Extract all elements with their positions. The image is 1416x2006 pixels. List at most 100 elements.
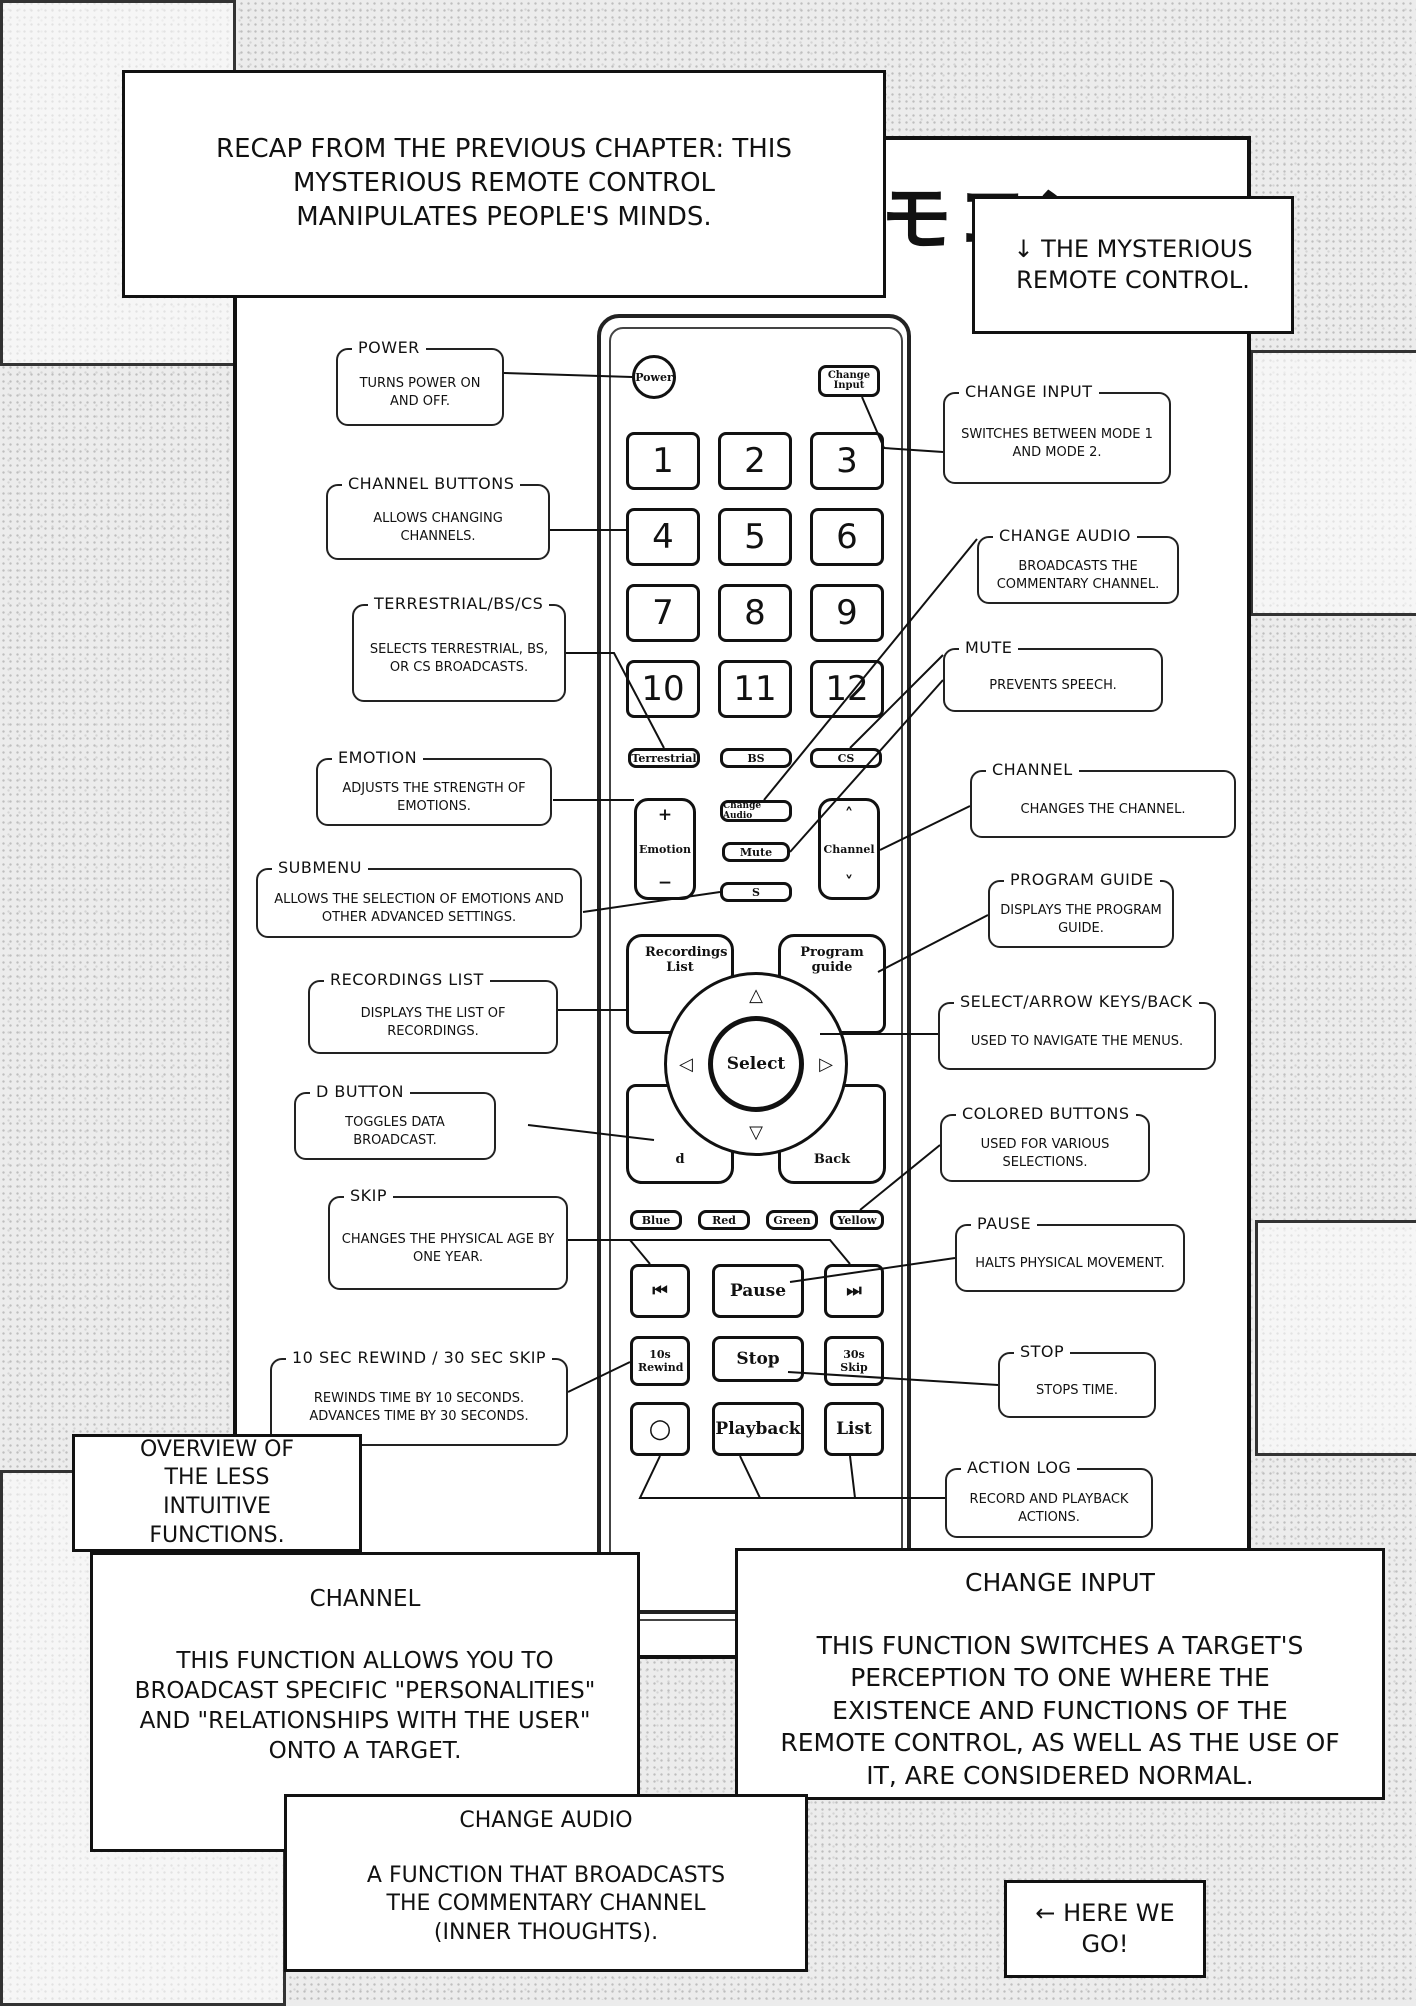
channel-button-6[interactable]: 6 [810, 508, 884, 566]
navigation-ring[interactable]: △ ▽ ◁ ▷ [664, 972, 848, 1156]
pause-button[interactable]: Pause [712, 1264, 804, 1318]
green-button-label: Green [773, 1213, 811, 1227]
select-button-label: Select [726, 1054, 786, 1074]
channel-label: Channel [823, 842, 875, 856]
pause-button-label: Pause [729, 1281, 787, 1301]
skip-30s-button-label: 30s Skip [840, 1348, 868, 1374]
channel-button-label: 6 [836, 517, 858, 557]
label-desc: RECORD AND PLAYBACK ACTIONS. [969, 1491, 1129, 1525]
channel-button-3[interactable]: 3 [810, 432, 884, 490]
channel-rocker[interactable]: ˄ Channel ˅ [818, 798, 880, 900]
recap-box: RECAP FROM THE PREVIOUS CHAPTER: THIS MY… [122, 70, 886, 298]
playback-button[interactable]: Playback [712, 1402, 804, 1456]
record-button[interactable]: ○ [630, 1402, 690, 1456]
channel-up-icon[interactable]: ˄ [844, 805, 854, 825]
channel-button-10[interactable]: 10 [626, 660, 700, 718]
skip-forward-icon: ⏭ [846, 1281, 862, 1301]
label-desc: BROADCASTS THE COMMENTARY CHANNEL. [996, 558, 1160, 592]
label-desc: USED FOR VARIOUS SELECTIONS. [980, 1136, 1110, 1170]
emotion-rocker[interactable]: + Emotion − [634, 798, 696, 900]
arrow-down-icon[interactable]: ▽ [749, 1122, 763, 1143]
mute-button[interactable]: Mute [722, 842, 790, 862]
label-title: SKIP [344, 1186, 394, 1205]
arrow-right-icon[interactable]: ▷ [819, 1053, 833, 1075]
label-title: D BUTTON [310, 1082, 410, 1101]
background-panel [1250, 350, 1416, 616]
bs-button[interactable]: BS [720, 748, 792, 768]
label-title: STOP [1014, 1342, 1071, 1361]
power-button[interactable]: Power [632, 355, 676, 399]
here-we-go-box: ← HERE WE GO! [1004, 1880, 1206, 1978]
channel-button-1[interactable]: 1 [626, 432, 700, 490]
change-input-explanation-body: THIS FUNCTION SWITCHES A TARGET'S PERCEP… [780, 1630, 1340, 1790]
blue-button-label: Blue [641, 1213, 671, 1227]
label-desc: ADJUSTS THE STRENGTH OF EMOTIONS. [342, 780, 526, 814]
label-desc: DISPLAYS THE LIST OF RECORDINGS. [360, 1005, 506, 1039]
overview-box: OVERVIEW OF THE LESS INTUITIVE FUNCTIONS… [72, 1434, 362, 1552]
emotion-plus-icon[interactable]: + [657, 805, 673, 825]
channel-button-5[interactable]: 5 [718, 508, 792, 566]
cs-button[interactable]: CS [810, 748, 882, 768]
rewind-10s-button[interactable]: 10s Rewind [630, 1336, 690, 1386]
channel-button-9[interactable]: 9 [810, 584, 884, 642]
label-title: POWER [352, 338, 426, 357]
label-title: RECORDINGS LIST [324, 970, 490, 989]
yellow-button[interactable]: Yellow [830, 1210, 884, 1230]
skip-back-button[interactable]: ⏮ [630, 1264, 690, 1318]
channel-explanation-title: CHANNEL [309, 1586, 421, 1612]
arrow-left-icon[interactable]: ◁ [679, 1053, 693, 1075]
overview-text: OVERVIEW OF THE LESS INTUITIVE FUNCTIONS… [139, 1436, 295, 1548]
skip-30s-button[interactable]: 30s Skip [824, 1336, 884, 1386]
channel-button-7[interactable]: 7 [626, 584, 700, 642]
select-button[interactable]: Select [708, 1016, 804, 1112]
terrestrial-button[interactable]: Terrestrial [628, 748, 700, 768]
blue-button[interactable]: Blue [630, 1210, 682, 1230]
change-input-button[interactable]: Change Input [818, 365, 880, 397]
stop-button[interactable]: Stop [712, 1336, 804, 1382]
background-panel [1255, 1220, 1416, 1456]
label-title: CHANNEL [986, 760, 1079, 779]
label-desc: USED TO NAVIGATE THE MENUS. [970, 1033, 1184, 1049]
mysterious-remote-note-text: ↓ THE MYSTERIOUS REMOTE CONTROL. [1013, 234, 1253, 294]
label-title: MUTE [959, 638, 1019, 657]
channel-button-2[interactable]: 2 [718, 432, 792, 490]
channel-button-11[interactable]: 11 [718, 660, 792, 718]
channel-button-label: 10 [641, 669, 685, 709]
channel-explanation-body: THIS FUNCTION ALLOWS YOU TO BROADCAST SP… [134, 1647, 596, 1764]
power-button-label: Power [635, 370, 673, 384]
submenu-button[interactable]: S [720, 882, 792, 902]
label-title: SUBMENU [272, 858, 368, 877]
label-title: CHANGE AUDIO [993, 526, 1137, 545]
change-audio-button[interactable]: Change Audio [720, 800, 792, 822]
d-button-label: d [675, 1152, 685, 1167]
here-we-go-text: ← HERE WE GO! [1035, 1898, 1175, 1958]
yellow-button-label: Yellow [837, 1213, 877, 1227]
channel-button-4[interactable]: 4 [626, 508, 700, 566]
channel-button-label: 2 [744, 441, 766, 481]
label-recordings-list: RECORDINGS LIST DISPLAYS THE LIST OF RECO… [308, 970, 558, 1054]
arrow-up-icon[interactable]: △ [749, 985, 763, 1006]
list-button[interactable]: List [824, 1402, 884, 1456]
channel-button-12[interactable]: 12 [810, 660, 884, 718]
red-button[interactable]: Red [698, 1210, 750, 1230]
channel-button-label: 5 [744, 517, 766, 557]
red-button-label: Red [712, 1213, 736, 1227]
emotion-minus-icon[interactable]: − [657, 873, 673, 893]
channel-down-icon[interactable]: ˅ [844, 873, 854, 893]
list-button-label: List [836, 1419, 872, 1439]
emotion-label: Emotion [639, 842, 691, 856]
channel-button-8[interactable]: 8 [718, 584, 792, 642]
green-button[interactable]: Green [766, 1210, 818, 1230]
label-desc: HALTS PHYSICAL MOVEMENT. [975, 1255, 1165, 1271]
submenu-button-label: S [752, 885, 760, 899]
